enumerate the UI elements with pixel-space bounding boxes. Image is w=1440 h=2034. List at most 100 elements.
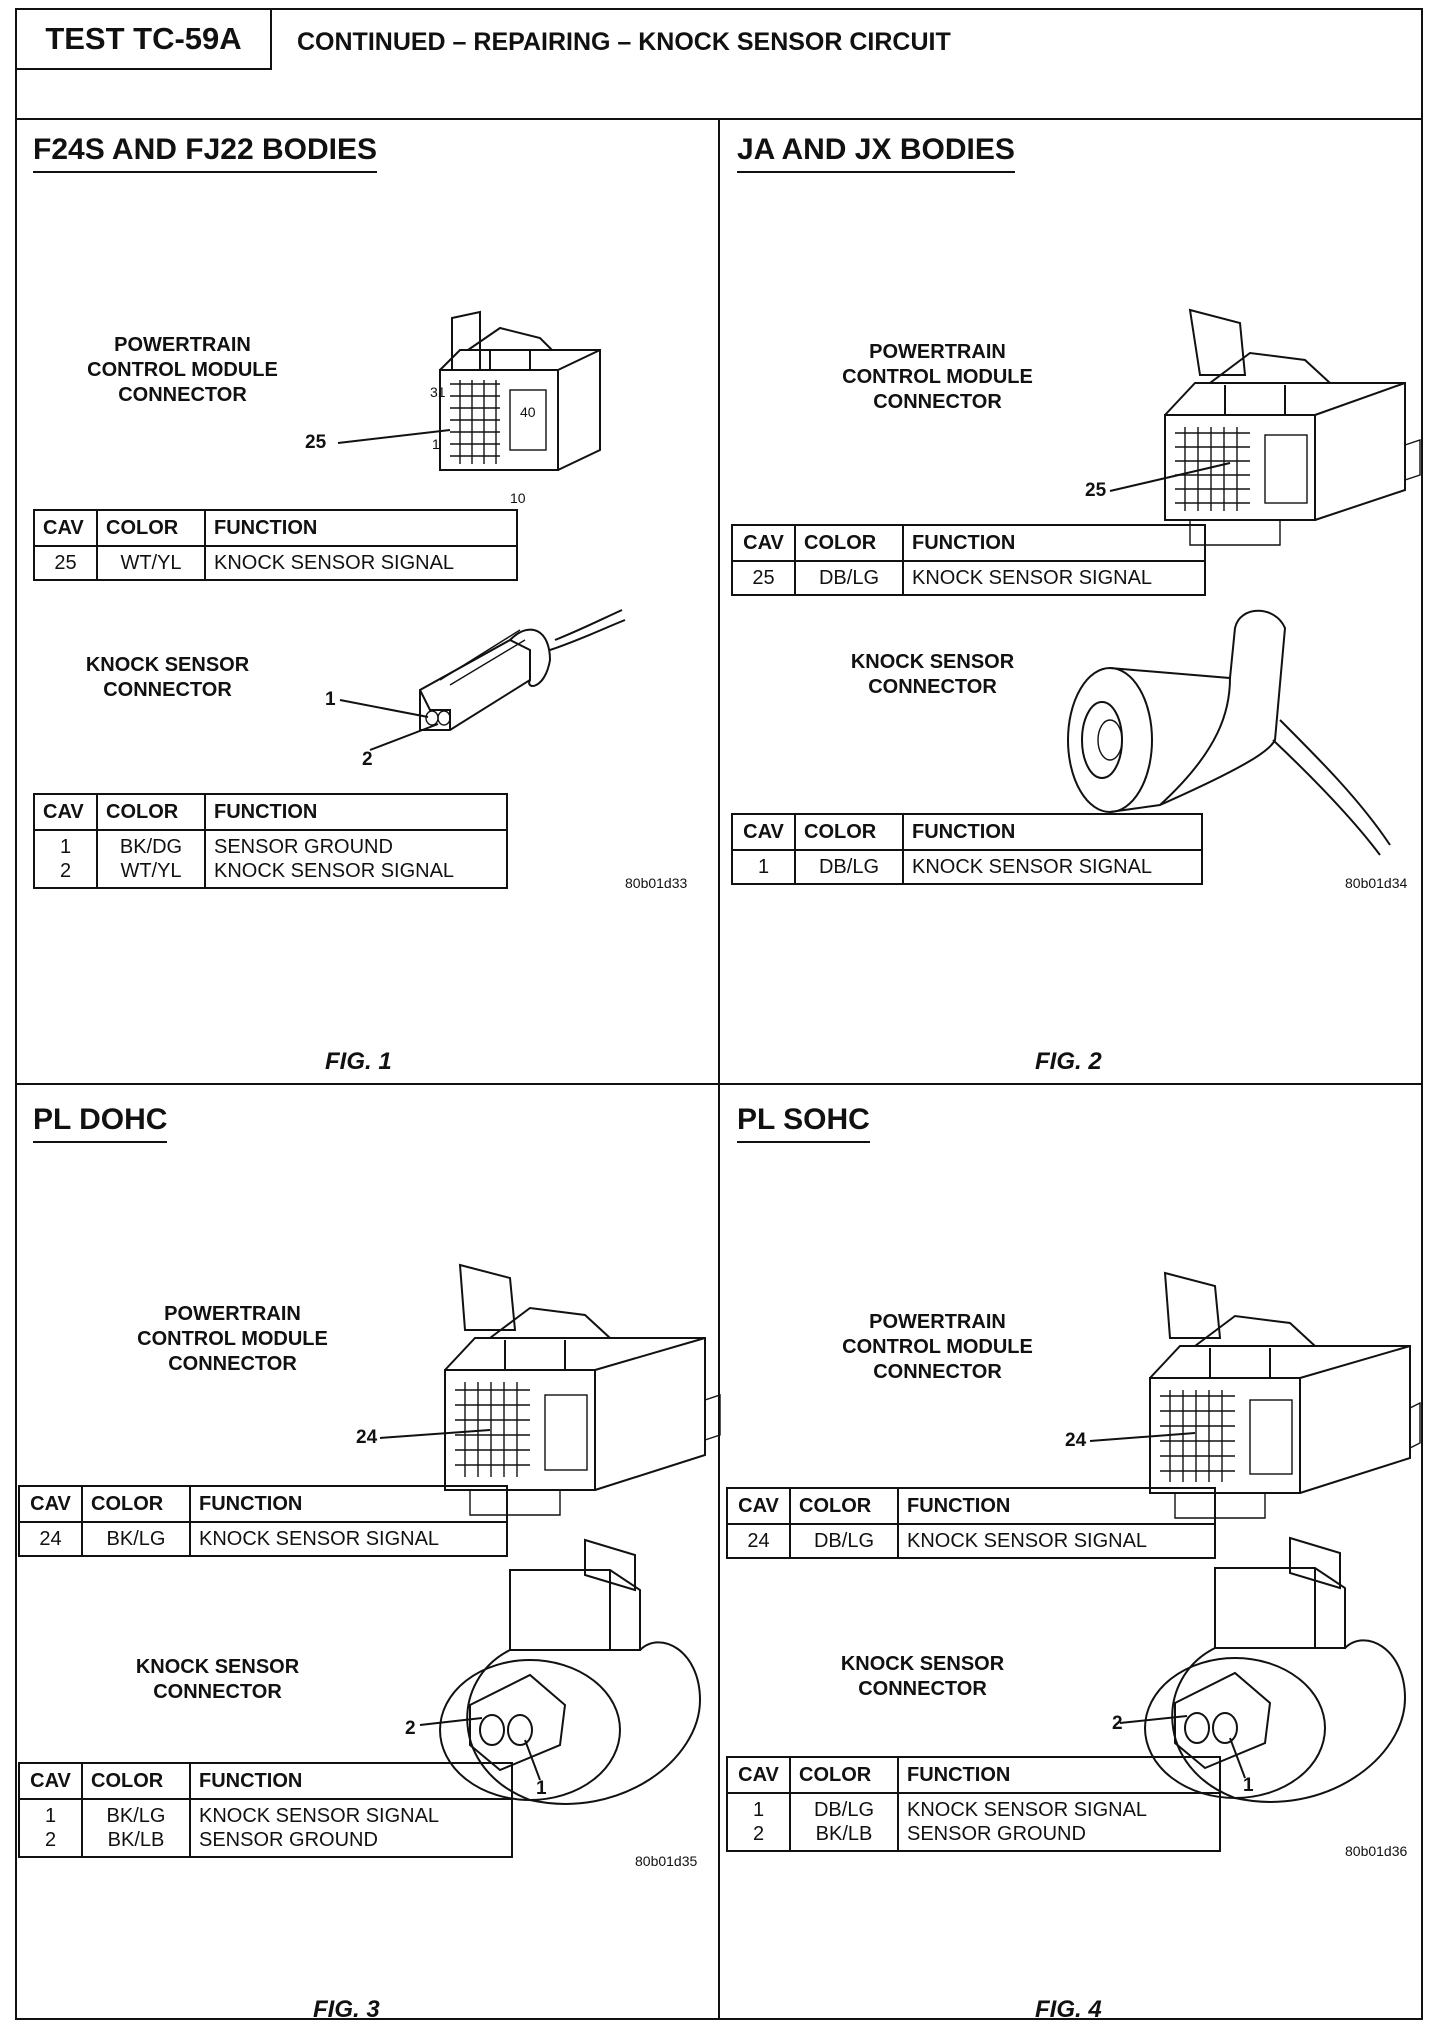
cell-function: KNOCK SENSOR SIGNAL xyxy=(902,849,1203,885)
ks-callout: 2 xyxy=(1112,1713,1123,1734)
label-line: CONNECTOR xyxy=(858,1678,987,1700)
header-function: FUNCTION xyxy=(897,1756,1221,1794)
panel-title: JA AND JX BODIES xyxy=(737,133,1015,173)
figure-caption: FIG. 3 xyxy=(313,1996,380,2023)
test-id: TEST TC-59A xyxy=(17,10,272,70)
label-line: CONNECTOR xyxy=(153,1681,282,1703)
figure-caption: FIG. 2 xyxy=(1035,1048,1102,1075)
cell-color: DB/LG BK/LB xyxy=(789,1792,899,1852)
label-line: KNOCK SENSOR xyxy=(840,1653,1005,1675)
pcm-connector-drawing xyxy=(1109,308,1421,546)
cell-function: KNOCK SENSOR SIGNAL xyxy=(189,1521,508,1557)
ks-sensor-drawing xyxy=(1067,609,1391,856)
label-line: CONTROL MODULE xyxy=(842,1336,1033,1358)
figure-code: 80b01d33 xyxy=(625,875,688,891)
figure-code: 80b01d36 xyxy=(1345,1843,1408,1859)
label-line: CONTROL MODULE xyxy=(87,359,278,381)
header-cav: CAV xyxy=(731,813,796,851)
cell-function: KNOCK SENSOR SIGNAL xyxy=(897,1523,1216,1559)
header-color: COLOR xyxy=(794,813,904,851)
header-function: FUNCTION xyxy=(902,524,1206,562)
label-line: CONNECTOR xyxy=(873,1361,1002,1383)
label-line: POWERTRAIN xyxy=(164,1303,301,1325)
header-function: FUNCTION xyxy=(204,509,518,547)
panel-title: F24S AND FJ22 BODIES xyxy=(33,133,377,173)
cell-color: DB/LG xyxy=(794,849,904,885)
cell-cav: 1 xyxy=(731,849,796,885)
label-line: CONNECTOR xyxy=(103,679,232,701)
header-cav: CAV xyxy=(726,1756,791,1794)
header-color: COLOR xyxy=(789,1756,899,1794)
cell-cav: 25 xyxy=(731,560,796,596)
cell-color: BK/LG BK/LB xyxy=(81,1798,191,1858)
cell-color: BK/LG xyxy=(81,1521,191,1557)
header-function: FUNCTION xyxy=(902,813,1203,851)
pin-number: 1 xyxy=(432,436,440,452)
header-cav: CAV xyxy=(18,1485,83,1523)
pcm-callout: 25 xyxy=(1085,480,1107,501)
header-function: FUNCTION xyxy=(897,1487,1216,1525)
figure-caption: FIG. 1 xyxy=(325,1048,392,1075)
header-color: COLOR xyxy=(789,1487,899,1525)
figure-code: 80b01d35 xyxy=(635,1853,698,1869)
header-function: FUNCTION xyxy=(189,1485,508,1523)
ks-connector-label: KNOCK SENSOR CONNECTOR xyxy=(65,653,270,703)
ks-callout: 2 xyxy=(362,749,373,770)
cell-cav: 24 xyxy=(726,1523,791,1559)
header-cav: CAV xyxy=(731,524,796,562)
cell-color: DB/LG xyxy=(789,1523,899,1559)
header-color: COLOR xyxy=(794,524,904,562)
pin-number: 31 xyxy=(430,384,446,400)
pcm-connector-drawing xyxy=(379,1263,721,1516)
cell-function: KNOCK SENSOR SIGNAL SENSOR GROUND xyxy=(189,1798,513,1858)
pin-number: 40 xyxy=(520,404,536,420)
header-cav: CAV xyxy=(726,1487,791,1525)
pcm-connector-label: POWERTRAIN CONTROL MODULE CONNECTOR xyxy=(825,340,1050,415)
label-line: CONNECTOR xyxy=(868,676,997,698)
cell-function: KNOCK SENSOR SIGNAL xyxy=(204,545,518,581)
cell-color: WT/YL xyxy=(96,545,206,581)
ks-connector-label: KNOCK SENSOR CONNECTOR xyxy=(820,1652,1025,1702)
ks-connector-label: KNOCK SENSOR CONNECTOR xyxy=(830,650,1035,700)
label-line: POWERTRAIN xyxy=(869,1311,1006,1333)
cell-cav: 25 xyxy=(33,545,98,581)
pcm-connector-label: POWERTRAIN CONTROL MODULE CONNECTOR xyxy=(825,1310,1050,1385)
ks-connector-label: KNOCK SENSOR CONNECTOR xyxy=(115,1655,320,1705)
cell-cav: 24 xyxy=(18,1521,83,1557)
pcm-callout: 24 xyxy=(356,1427,378,1448)
label-line: POWERTRAIN xyxy=(869,341,1006,363)
label-line: CONNECTOR xyxy=(118,384,247,406)
header-cav: CAV xyxy=(33,509,98,547)
label-line: CONNECTOR xyxy=(873,391,1002,413)
header-color: COLOR xyxy=(96,793,206,831)
cell-cav: 1 2 xyxy=(726,1792,791,1852)
page-title: CONTINUED – REPAIRING – KNOCK SENSOR CIR… xyxy=(297,28,951,56)
pin-number: 10 xyxy=(510,490,526,506)
label-line: POWERTRAIN xyxy=(114,334,251,356)
pcm-connector-label: POWERTRAIN CONTROL MODULE CONNECTOR xyxy=(120,1302,345,1377)
pcm-callout: 24 xyxy=(1065,1430,1087,1451)
pcm-connector-label: POWERTRAIN CONTROL MODULE CONNECTOR xyxy=(70,333,295,408)
cell-cav: 1 2 xyxy=(33,829,98,889)
cell-color: DB/LG xyxy=(794,560,904,596)
ks-callout: 1 xyxy=(325,689,336,710)
header-cav: CAV xyxy=(18,1762,83,1800)
cell-function: KNOCK SENSOR SIGNAL xyxy=(902,560,1206,596)
header-color: COLOR xyxy=(96,509,206,547)
vertical-divider xyxy=(718,120,720,2020)
label-line: CONTROL MODULE xyxy=(137,1328,328,1350)
cell-function: KNOCK SENSOR SIGNAL SENSOR GROUND xyxy=(897,1792,1221,1852)
